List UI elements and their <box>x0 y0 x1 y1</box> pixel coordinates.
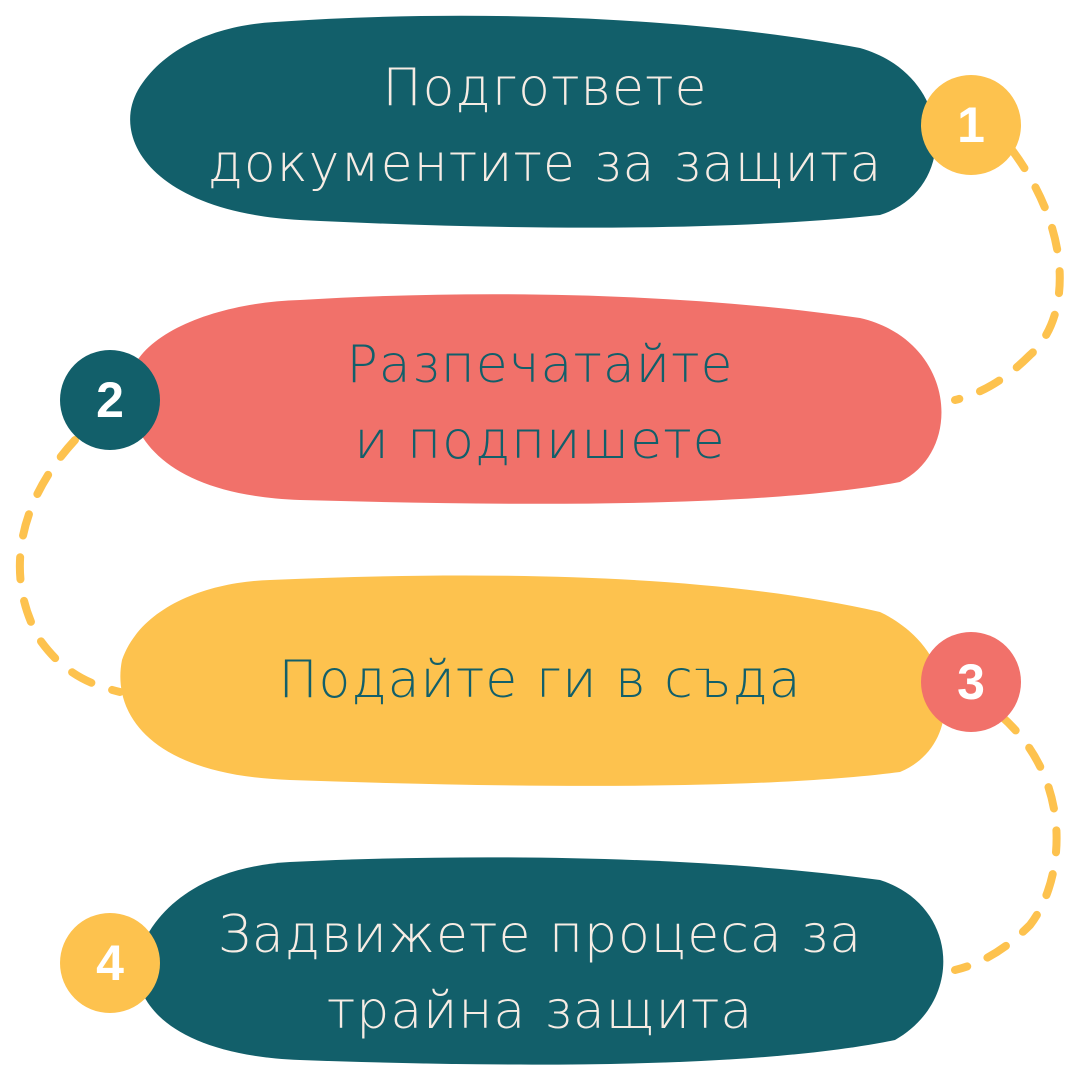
step-2-number-badge: 2 <box>60 350 160 450</box>
step-1-shape <box>130 15 936 228</box>
step-1-label: Подгответе документите за защита <box>160 46 930 206</box>
step-3-number-badge: 3 <box>921 632 1021 732</box>
step-3-label: Подайте ги в съда <box>160 600 920 760</box>
step-2-shape <box>129 294 942 504</box>
connector-3-4 <box>951 711 1061 974</box>
step-3-shape <box>120 575 945 786</box>
step-4-number-badge: 4 <box>60 913 160 1013</box>
step-2-line-1: Разпечатайте <box>346 335 734 395</box>
connector-2-3 <box>15 436 124 696</box>
step-1-number-badge: 1 <box>921 75 1021 175</box>
step-3-line-1: Подайте ги в съда <box>278 650 802 710</box>
step-4-line-1: Задвижете процеса за <box>217 905 863 965</box>
step-1-line-2: документите за защита <box>207 134 883 194</box>
step-4-label: Задвижете процеса за трайна защита <box>160 893 920 1053</box>
step-2-label: Разпечатайте и подпишете <box>160 323 920 483</box>
step-4-line-2: трайна защита <box>326 981 754 1041</box>
step-1-line-1: Подгответе <box>382 58 708 118</box>
step-4-shape <box>137 857 944 1065</box>
connector-1-2 <box>951 146 1064 404</box>
step-2-line-2: и подпишете <box>354 411 726 471</box>
